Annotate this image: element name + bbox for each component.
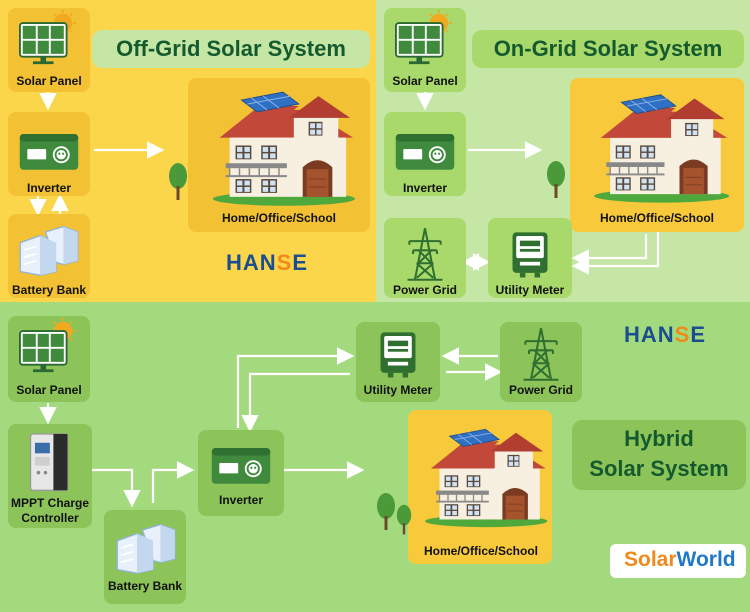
inverter-icon (392, 126, 458, 174)
hanse-logo-hybrid: HANSE (624, 322, 707, 347)
battery-icon (13, 222, 85, 278)
hybrid-mppt-label-1: MPPT Charge (10, 496, 89, 510)
offgrid-solar-panel-label: Solar Panel (16, 74, 82, 88)
tree-icon (168, 162, 188, 202)
ongrid-home-label: Home/Office/School (599, 211, 715, 225)
hybrid-power-grid-label: Power Grid (508, 383, 573, 397)
utility-meter-icon (507, 228, 553, 280)
solar-panel-icon (14, 10, 80, 66)
inverter-icon (208, 440, 274, 488)
hybrid-title-line-1: Hybrid (624, 426, 694, 451)
hybrid-utility-meter-label: Utility Meter (363, 383, 433, 397)
mppt-controller-icon (27, 432, 71, 494)
inverter-icon (16, 126, 82, 174)
ongrid-power-grid-label: Power Grid (392, 283, 457, 297)
battery-icon (110, 520, 182, 576)
tree-icon (376, 492, 396, 532)
house-icon (414, 418, 550, 530)
hybrid-battery-label: Battery Bank (107, 579, 183, 593)
house-icon (200, 82, 358, 206)
solarworld-logo (610, 544, 746, 578)
hybrid-title: Hybrid Solar System (572, 420, 746, 490)
ongrid-title: On-Grid Solar System (472, 30, 744, 68)
offgrid-inverter-label: Inverter (26, 181, 72, 195)
hybrid-power-grid-box (500, 322, 582, 402)
offgrid-home-label: Home/Office/School (221, 211, 337, 225)
solarworld-logo-text: SolarWorld (624, 548, 736, 571)
hanse-logo-offgrid: HANSE (226, 250, 309, 275)
ongrid-solar-panel-label: Solar Panel (392, 74, 458, 88)
tree-icon (396, 504, 412, 536)
hybrid-inverter-label: Inverter (218, 493, 264, 507)
hybrid-mppt-label-2: Controller (21, 511, 79, 525)
power-tower-icon (518, 326, 564, 382)
ongrid-utility-meter-label: Utility Meter (495, 283, 565, 297)
solar-panel-icon (390, 10, 456, 66)
offgrid-battery-label: Battery Bank (11, 283, 87, 297)
hybrid-home-label: Home/Office/School (423, 544, 539, 558)
ongrid-inverter-label: Inverter (402, 181, 448, 195)
tree-icon (546, 160, 566, 200)
offgrid-title: Off-Grid Solar System (92, 30, 370, 68)
utility-meter-icon (375, 328, 421, 380)
hybrid-title-line-2: Solar System (589, 456, 729, 481)
power-tower-icon (402, 226, 448, 282)
solar-panel-icon (14, 318, 80, 374)
hybrid-solar-panel-label: Solar Panel (16, 383, 82, 397)
house-icon (582, 84, 732, 204)
